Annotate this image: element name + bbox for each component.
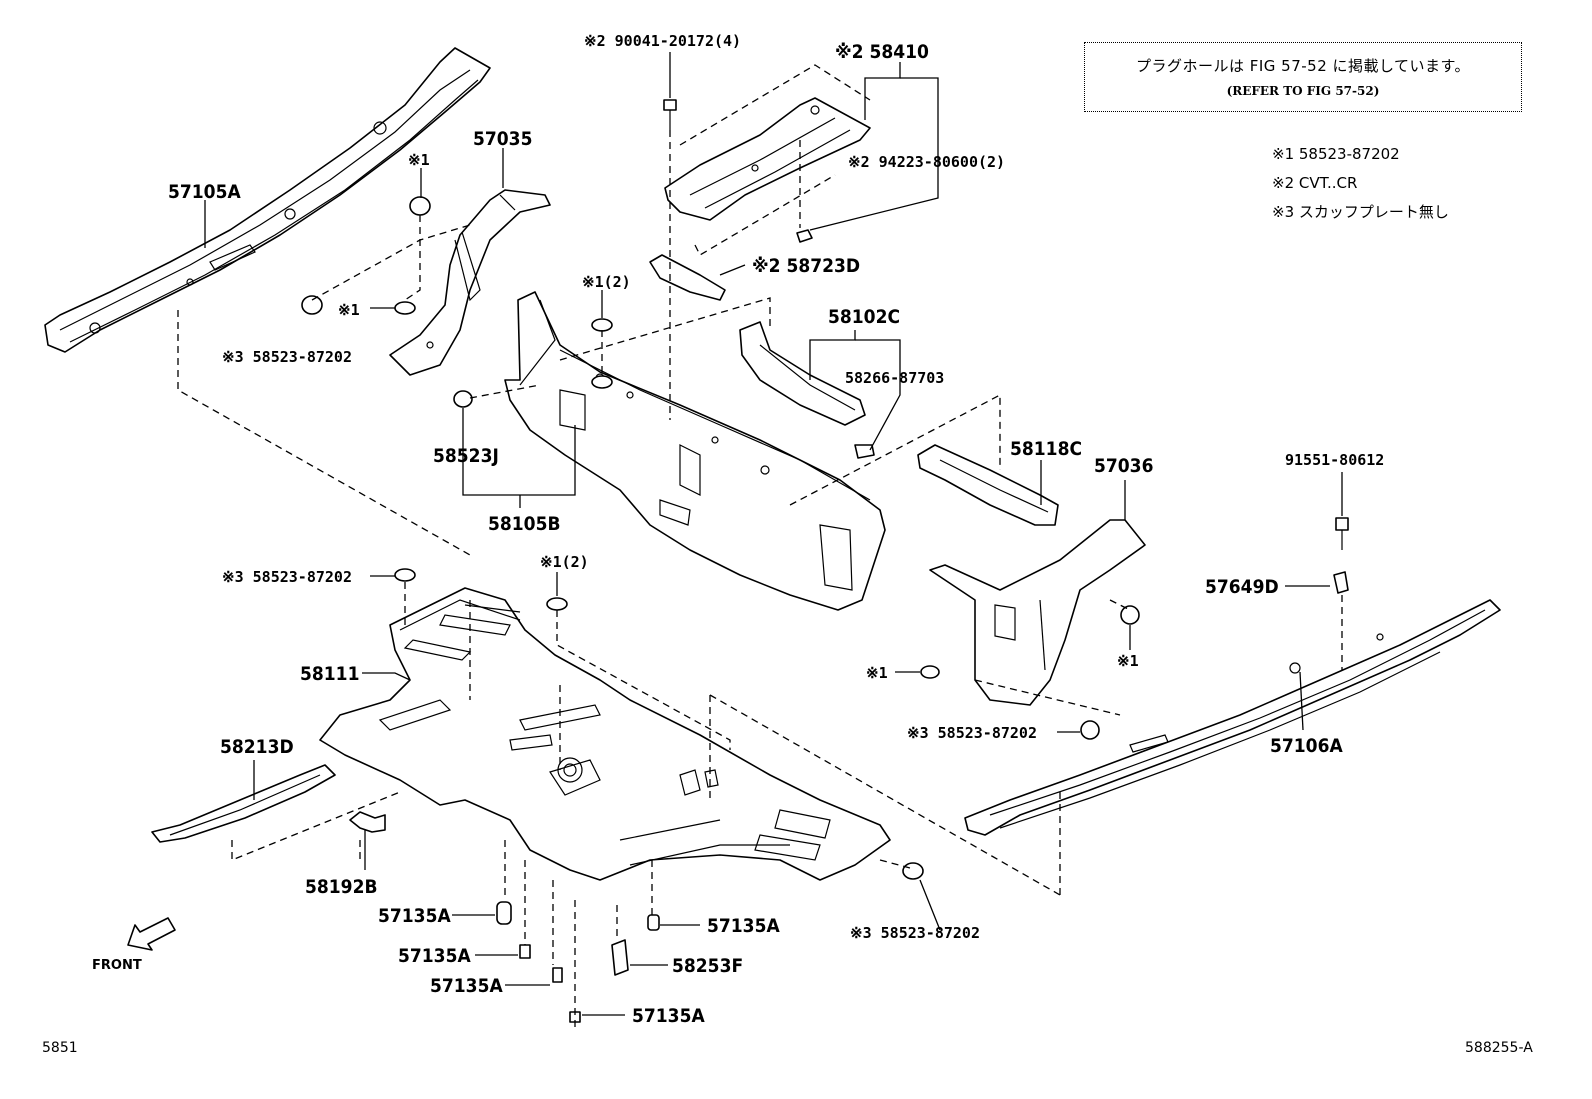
label-58266[interactable]: 58266-87703 xyxy=(845,369,944,387)
label-58523-87202-c[interactable]: ※3 58523-87202 xyxy=(907,724,1037,742)
reference-note-box: プラグホールは FIG 57-52 に掲載しています。 (REFER TO FI… xyxy=(1084,42,1522,112)
label-58192b[interactable]: 58192B xyxy=(305,876,378,898)
label-58253f[interactable]: 58253F xyxy=(672,955,743,977)
label-57135a-2[interactable]: 57135A xyxy=(707,915,780,937)
label-58523j[interactable]: 58523J xyxy=(433,445,499,467)
part-58723d-plate[interactable] xyxy=(649,254,726,301)
fasteners xyxy=(301,99,1349,1023)
legend-item-2: ※2 CVT..CR xyxy=(1272,174,1358,192)
label-ref1-right-a: ※1 xyxy=(866,664,888,682)
label-91551[interactable]: 91551-80612 xyxy=(1285,451,1384,469)
label-58111[interactable]: 58111 xyxy=(300,663,359,685)
figure-code: 588255-A xyxy=(1465,1040,1533,1056)
part-58410-cover[interactable] xyxy=(664,97,871,221)
part-58102c-member[interactable] xyxy=(739,321,866,426)
cap-plug-icon xyxy=(409,196,431,216)
grommet-icon xyxy=(301,295,323,315)
label-58102c[interactable]: 58102C xyxy=(828,306,900,328)
label-58723d[interactable]: ※2 58723D xyxy=(752,255,860,277)
label-58523-87202-b[interactable]: ※3 58523-87202 xyxy=(222,568,352,586)
label-57135a-3[interactable]: 57135A xyxy=(398,945,471,967)
leader-lines xyxy=(204,52,1343,1016)
legend-item-1: ※1 58523-87202 xyxy=(1272,145,1400,163)
label-ref1-left: ※1 xyxy=(338,301,360,319)
label-57106a[interactable]: 57106A xyxy=(1270,735,1343,757)
label-90041[interactable]: ※2 90041-20172(4) xyxy=(584,32,741,50)
part-57035-bracket[interactable] xyxy=(389,189,551,376)
label-57135a-1[interactable]: 57135A xyxy=(378,905,451,927)
label-ref1-top: ※1 xyxy=(408,151,430,169)
clip-nut-icon xyxy=(796,229,813,243)
label-58410[interactable]: ※2 58410 xyxy=(835,41,929,63)
label-58213d[interactable]: 58213D xyxy=(220,736,294,758)
part-57036-bracket[interactable] xyxy=(929,519,1146,706)
part-58118c-member[interactable] xyxy=(917,444,1059,526)
part-58105b-dash-panel[interactable] xyxy=(504,291,886,611)
label-57649d[interactable]: 57649D xyxy=(1205,576,1279,598)
nut-icon xyxy=(394,301,416,315)
label-58118c[interactable]: 58118C xyxy=(1010,438,1082,460)
label-58523-87202-d[interactable]: ※3 58523-87202 xyxy=(850,924,980,942)
page-code: 5851 xyxy=(42,1040,78,1056)
front-arrow-icon xyxy=(127,917,176,951)
reference-note-japanese: プラグホールは FIG 57-52 に掲載しています。 xyxy=(1135,57,1471,75)
legend: ※1 58523-87202 ※2 CVT..CR ※3 スカッフプレート無し xyxy=(1272,140,1449,227)
label-57036[interactable]: 57036 xyxy=(1094,455,1153,477)
label-58523-87202-a[interactable]: ※3 58523-87202 xyxy=(222,348,352,366)
legend-item-3: ※3 スカッフプレート無し xyxy=(1272,203,1449,221)
part-58213d-rail[interactable] xyxy=(151,764,336,843)
label-57135a-4[interactable]: 57135A xyxy=(430,975,503,997)
bolt-icon xyxy=(663,99,677,111)
label-57105a[interactable]: 57105A xyxy=(168,181,241,203)
assembly-lines xyxy=(177,64,1343,1030)
label-ref1-right-b: ※1 xyxy=(1117,652,1139,670)
part-58111-floor-pan[interactable] xyxy=(319,587,891,881)
label-ref1-2-mid: ※1(2) xyxy=(540,553,589,571)
label-57135a-5[interactable]: 57135A xyxy=(632,1005,705,1027)
label-57035[interactable]: 57035 xyxy=(473,128,532,150)
part-58192b-clip[interactable] xyxy=(349,811,386,833)
front-label: FRONT xyxy=(92,958,142,973)
part-57105a-rail[interactable] xyxy=(44,47,491,353)
part-57106a-rail[interactable] xyxy=(964,599,1501,836)
label-ref1-2-top: ※1(2) xyxy=(582,273,631,291)
reference-note-english[interactable]: (REFER TO FIG 57-52) xyxy=(1226,84,1380,98)
label-58105b[interactable]: 58105B xyxy=(488,513,561,535)
label-94223[interactable]: ※2 94223-80600(2) xyxy=(848,153,1005,171)
